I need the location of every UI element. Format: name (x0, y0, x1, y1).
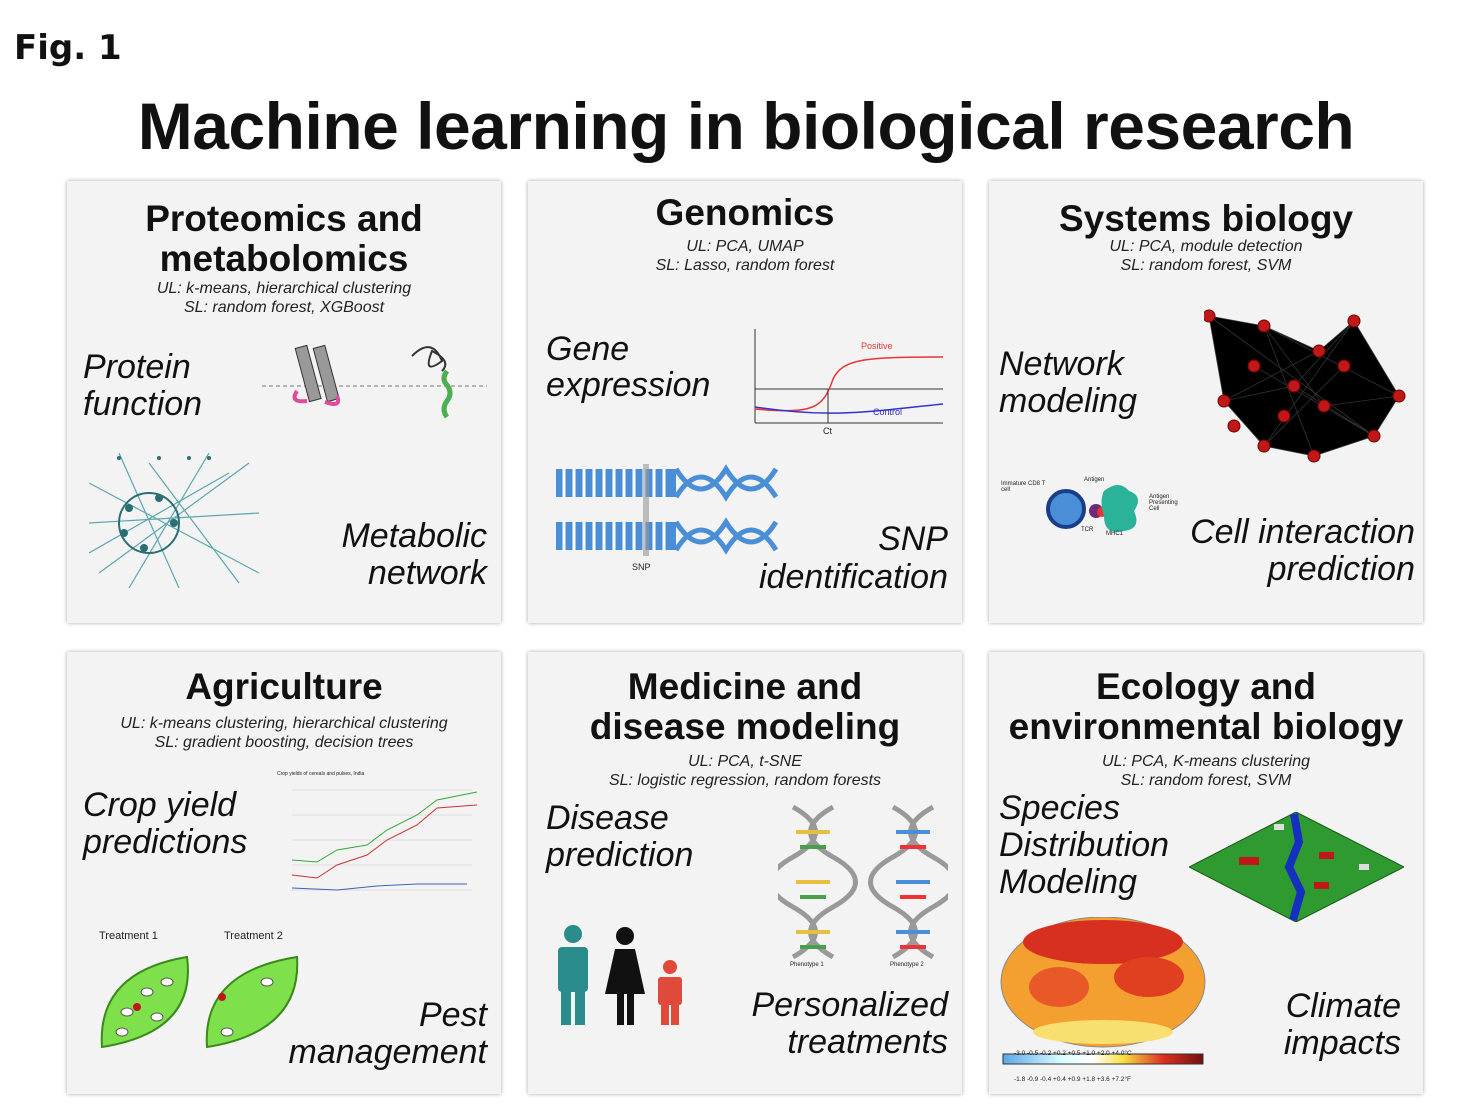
label-snp: SNP (878, 520, 948, 558)
cell-interaction-icon (1046, 485, 1138, 532)
pest-leaves-icon (100, 955, 299, 1049)
ul-methods: UL: k-means, hierarchical clustering (156, 280, 412, 297)
label-disease: Disease (546, 799, 669, 837)
family-icon (558, 925, 682, 1025)
dna-phenotype-icon (778, 804, 948, 960)
snp-tag: SNP (632, 562, 651, 572)
panel-genomics: Genomics UL: PCA, UMAP SL: Lasso, random… (528, 181, 962, 623)
panel-agriculture: Agriculture UL: k-means clustering, hier… (67, 652, 501, 1094)
panel-title: Medicine and (627, 666, 863, 707)
panel-title: disease modeling (589, 706, 901, 747)
label-cell-interaction: Cell interaction (1190, 513, 1415, 551)
antigen-label: Antigen (1084, 477, 1105, 483)
label-function: function (83, 385, 203, 423)
panel-ecology: Ecology and environmental biology UL: PC… (989, 652, 1423, 1094)
label-crop-yield: Crop yield (83, 786, 237, 824)
label-distribution: Distribution (999, 826, 1170, 864)
tcr-label: TCR (1081, 527, 1094, 533)
protein-membrane-icon (262, 344, 487, 419)
panel-systems-biology: Systems biology UL: PCA, module detectio… (989, 181, 1423, 623)
label-network: network (367, 554, 487, 592)
tcell-label: Immature CD8 T cell (1001, 481, 1046, 493)
panel-medicine: Medicine and disease modeling UL: PCA, t… (528, 652, 962, 1094)
sl-methods: SL: Lasso, random forest (655, 257, 835, 274)
ul-methods: UL: PCA, module detection (1109, 238, 1303, 255)
phenotype-1-label: Phenotype 1 (790, 962, 824, 968)
panel-title: Agriculture (185, 666, 383, 707)
figure-label: Fig. 1 (14, 28, 122, 68)
treatment-1-label: Treatment 1 (99, 930, 158, 942)
phenotype-2-label: Phenotype 2 (890, 962, 924, 968)
label-modeling: Modeling (999, 863, 1137, 901)
ul-methods: UL: PCA, UMAP (686, 238, 804, 255)
panel-title: Systems biology (1058, 198, 1354, 239)
metabolic-network-icon (89, 453, 259, 588)
sl-methods: SL: gradient boosting, decision trees (154, 734, 414, 751)
crop-yield-chart (291, 789, 477, 891)
control-label: Control (873, 407, 903, 417)
mhc-label: MHC1 (1106, 531, 1124, 537)
figure-title: Machine learning in biological research (137, 89, 1355, 163)
dna-snp-icon (556, 464, 779, 556)
label-pest: Pest (418, 996, 487, 1034)
positive-label: Positive (861, 341, 893, 351)
label-management: management (288, 1033, 487, 1071)
label-personalized: Personalized (751, 986, 948, 1024)
crop-chart-title: Crop yields of cereals and pulses, India (277, 771, 365, 777)
expression-curve-chart (754, 329, 944, 424)
label-expression: expression (546, 366, 711, 404)
treatment-2-label: Treatment 2 (224, 930, 283, 942)
ul-methods: UL: k-means clustering, hierarchical clu… (120, 715, 448, 732)
sl-methods: SL: random forest, SVM (1120, 772, 1292, 789)
sl-methods: SL: random forest, XGBoost (183, 299, 385, 316)
label-identification: identification (758, 558, 948, 596)
panel-title: metabolomics (159, 238, 409, 279)
network-graph-icon (1204, 309, 1406, 463)
label-modeling: modeling (999, 382, 1137, 420)
panel-title: Ecology and (1096, 666, 1316, 707)
panel-proteomics: Proteomics and metabolomics UL: k-means,… (67, 181, 501, 623)
label-climate: Climate (1285, 987, 1401, 1025)
ul-methods: UL: PCA, t-SNE (688, 753, 802, 770)
label-gene: Gene (546, 330, 630, 368)
label-network: Network (999, 345, 1124, 383)
label-predictions: predictions (83, 823, 248, 861)
panel-title: environmental biology (1008, 706, 1404, 747)
label-prediction: prediction (1267, 550, 1415, 588)
ct-label: Ct (823, 426, 832, 436)
sl-methods: SL: random forest, SVM (1120, 257, 1292, 274)
panel-title: Proteomics and (145, 198, 423, 239)
ul-methods: UL: PCA, K-means clustering (1101, 753, 1311, 770)
sl-methods: SL: logistic regression, random forests (608, 772, 882, 789)
scale-fahrenheit: -1.8 -0.9 -0.4 +0.4 +0.9 +1.8 +3.6 +7.2°… (1014, 1076, 1131, 1083)
label-protein: Protein (83, 348, 191, 386)
apc-label: Antigen Presenting Cell (1149, 494, 1178, 512)
climate-map (1000, 917, 1206, 1065)
species-grid-map (1189, 812, 1404, 922)
label-metabolic: Metabolic (341, 517, 487, 555)
label-impacts: impacts (1283, 1024, 1401, 1062)
scale-celsius: -3.0 -0.5 -0.2 +0.2 +0.5 +1.0 +2.0 +4.0°… (1014, 1050, 1132, 1057)
label-prediction: prediction (546, 836, 694, 874)
label-treatments: treatments (787, 1023, 948, 1061)
label-species: Species (999, 789, 1120, 827)
panel-title: Genomics (655, 192, 835, 233)
